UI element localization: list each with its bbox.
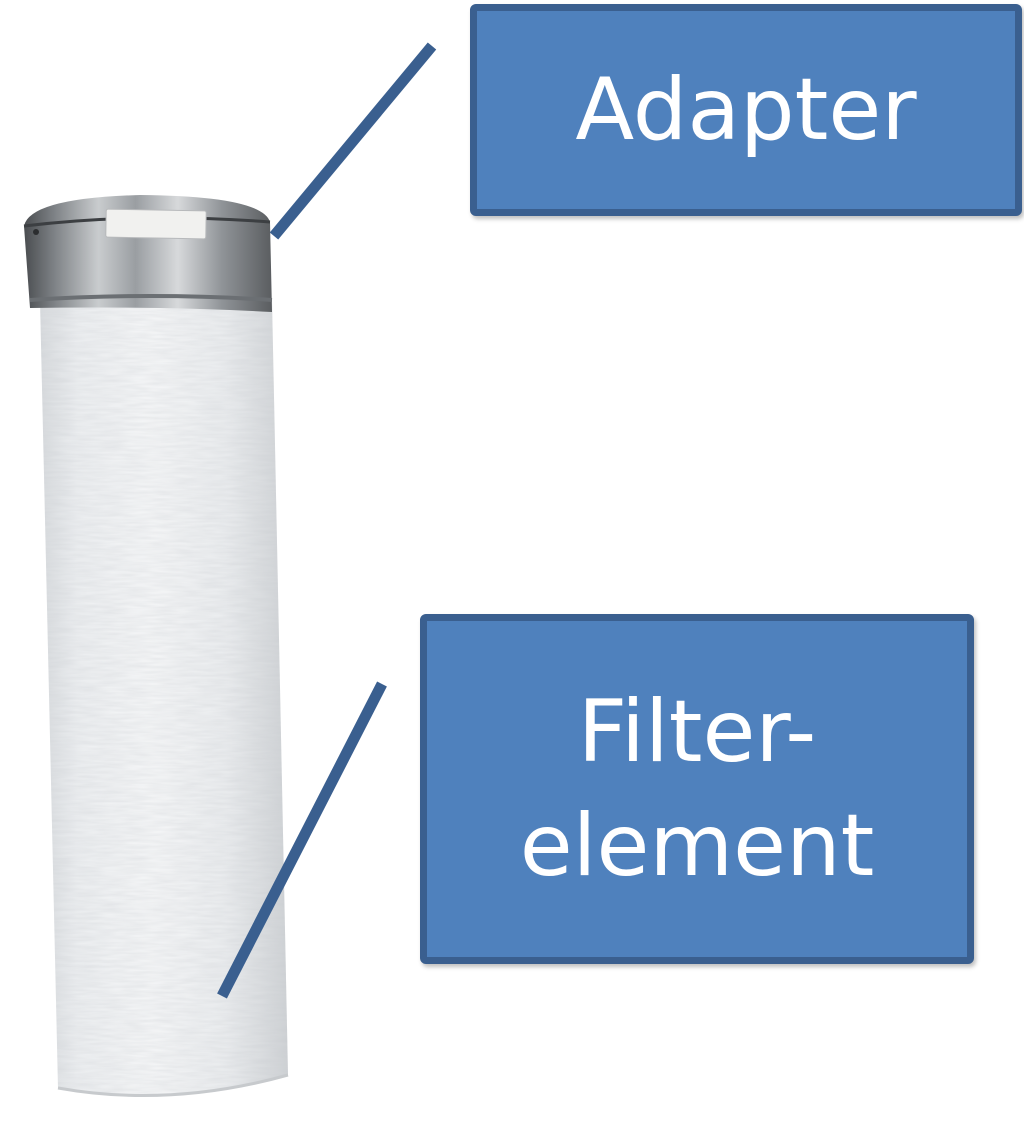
adapter-callout: Adapter: [470, 4, 1022, 216]
adapter-leader-line: [269, 42, 437, 240]
adapter-label-tag: [105, 208, 207, 240]
adapter-callout-label: Adapter: [575, 60, 917, 160]
filter-element-callout: Filter- element: [420, 614, 974, 964]
filter-element-callout-line1: Filter-: [577, 681, 817, 782]
adapter-cap: [23, 195, 273, 312]
adapter-tag-text: [108, 212, 204, 236]
filter-element-callout-line2: element: [519, 796, 875, 896]
filter-element-tube: [40, 300, 289, 1098]
filter-element-leader-line: [217, 681, 387, 999]
